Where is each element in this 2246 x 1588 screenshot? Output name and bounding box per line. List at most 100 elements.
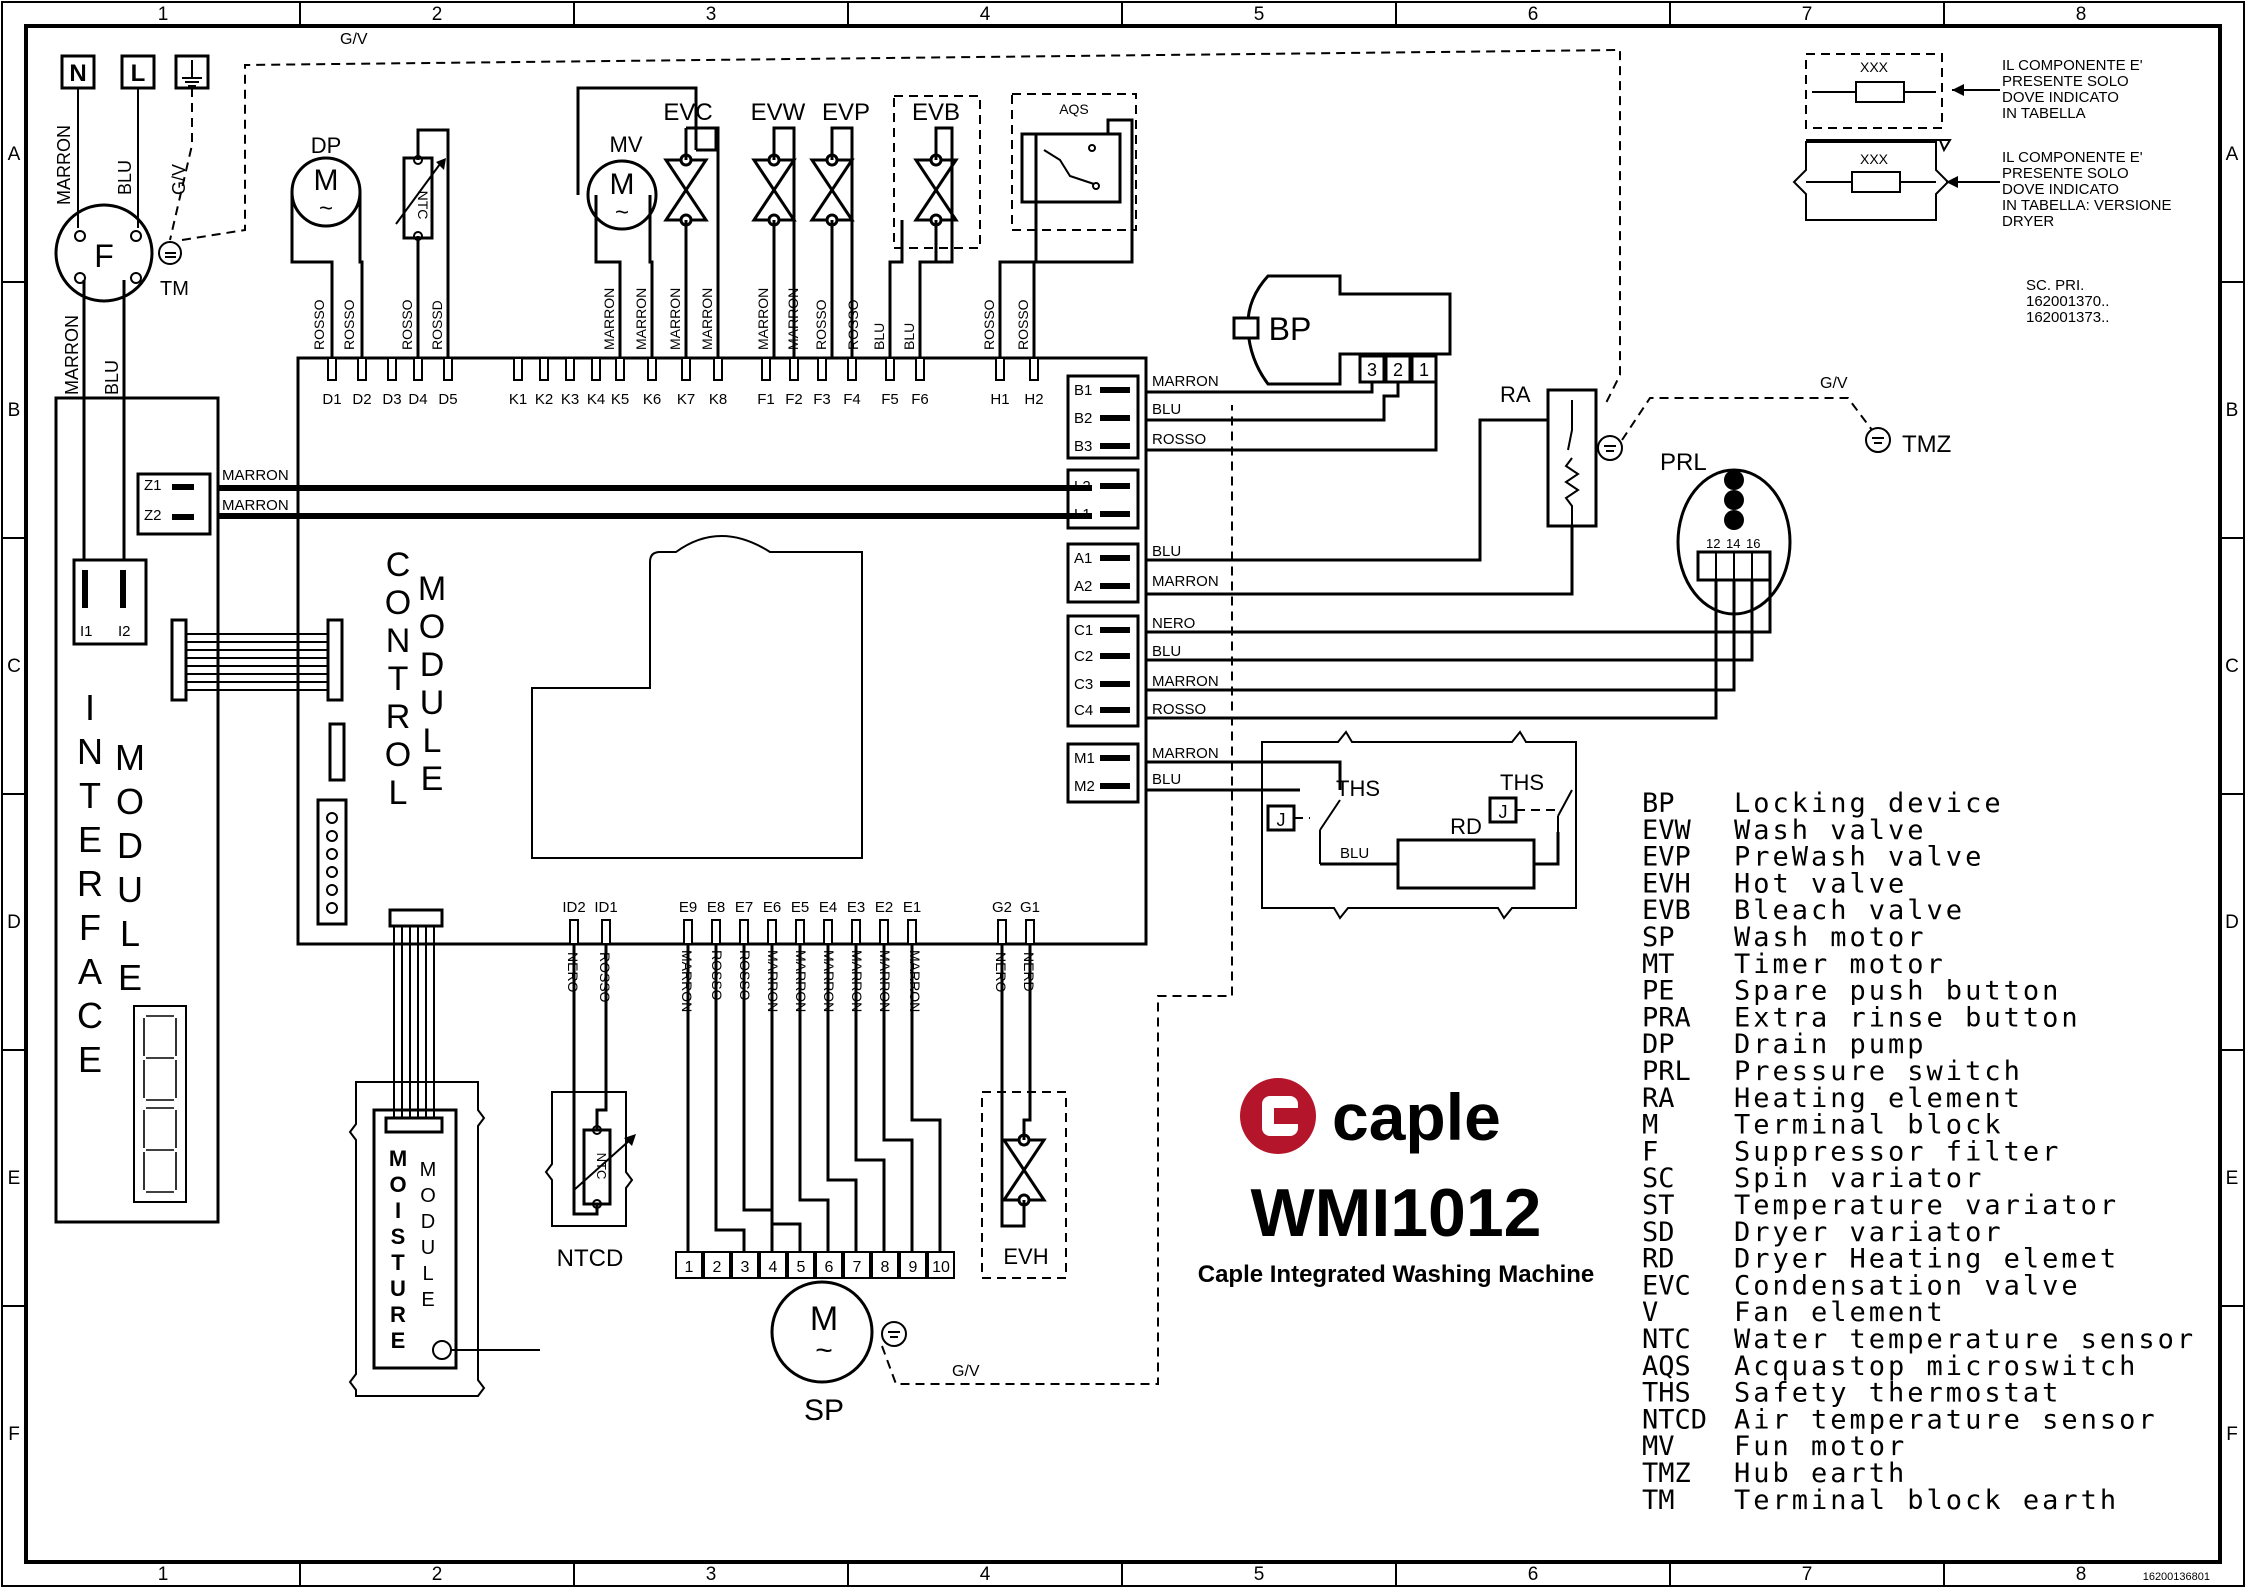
- top-pin: [357, 357, 367, 381]
- terminal-earth-tm: [158, 241, 182, 265]
- top-pin-label: D1: [322, 391, 341, 408]
- bottom-pin-label: E1: [903, 899, 921, 916]
- svg-text:NERO: NERO: [565, 952, 581, 993]
- bottom-pin: [711, 919, 721, 945]
- right-pin-label: C4: [1074, 702, 1093, 719]
- legend-description: Spare push button: [1734, 976, 2061, 1007]
- wire-label-marron: MARRON: [62, 315, 82, 395]
- grid-col-bottom: 8: [2076, 1564, 2087, 1585]
- legend-code: M: [1642, 1110, 1658, 1141]
- acquastop-aqs: AQS ROSSO ROSSO: [981, 93, 1137, 358]
- svg-text:M: M: [810, 1300, 838, 1338]
- svg-text:SC. PRI.: SC. PRI.: [2026, 277, 2084, 294]
- svg-text:I2: I2: [118, 623, 131, 640]
- svg-text:ROSSO: ROSSO: [845, 299, 861, 350]
- legend-description: Safety thermostat: [1734, 1378, 2061, 1409]
- svg-text:MARRON: MARRON: [601, 288, 617, 350]
- legend-code: EVB: [1642, 895, 1691, 926]
- legend-description: PreWash valve: [1734, 842, 1984, 873]
- grid-row-left: E: [8, 1168, 21, 1189]
- terminal-number: 4: [769, 1259, 778, 1276]
- legend-description: Wash motor: [1734, 922, 1927, 953]
- top-pin: [387, 357, 397, 381]
- drain-pump-dp: M ~ DP ROSSO ROSSO: [290, 133, 364, 358]
- legend-description: Fun motor: [1734, 1431, 1907, 1462]
- bottom-pin-label: G1: [1020, 899, 1040, 916]
- svg-text:MARRON: MARRON: [849, 950, 865, 1012]
- bottom-pin: [907, 919, 917, 945]
- valve-evb: EVB BLU BLU: [871, 95, 981, 358]
- hub-earth-icon: [1865, 427, 1891, 453]
- legend-description: Dryer Heating elemet: [1734, 1244, 2119, 1275]
- right-pin: [1100, 483, 1130, 489]
- svg-text:NERO: NERO: [1152, 615, 1195, 632]
- legend-code: EVH: [1642, 868, 1691, 899]
- svg-text:BP: BP: [1269, 311, 1312, 347]
- svg-text:ROSSO: ROSSO: [1152, 431, 1206, 448]
- grid-col-bottom: 2: [432, 1564, 443, 1585]
- bottom-pin-label: ID2: [562, 899, 585, 916]
- svg-text:G/V: G/V: [1820, 375, 1848, 392]
- terminal-number: 8: [881, 1259, 890, 1276]
- grid-row-left: C: [7, 656, 21, 677]
- bottom-pin-label: E7: [735, 899, 753, 916]
- notes: XXX IL COMPONENTE E' PRESENTE SOLO DOVE …: [1792, 53, 2172, 326]
- svg-text:MARRON: MARRON: [699, 288, 715, 350]
- svg-text:MARRON: MARRON: [907, 950, 923, 1012]
- legend-code: EVP: [1642, 842, 1691, 873]
- svg-text:~: ~: [615, 199, 629, 226]
- right-pin: [1100, 555, 1130, 561]
- legend-code: F: [1642, 1136, 1658, 1167]
- right-pin-label: M1: [1074, 750, 1095, 767]
- bottom-pin-label: G2: [992, 899, 1012, 916]
- grid-col-bottom: 4: [980, 1564, 991, 1585]
- grid-row-right: E: [2226, 1168, 2239, 1189]
- svg-text:14: 14: [1726, 536, 1740, 551]
- grid-row-left: A: [8, 144, 21, 165]
- svg-text:ROSSO: ROSSO: [1152, 701, 1206, 718]
- svg-text:MV: MV: [610, 132, 643, 157]
- caple-logo: caple: [1240, 1078, 1501, 1154]
- bottom-pin: [601, 919, 611, 945]
- top-pin: [539, 357, 549, 381]
- svg-text:PRESENTE SOLO: PRESENTE SOLO: [2002, 73, 2129, 90]
- pin-group-a: [1066, 542, 1140, 604]
- legend-code: ST: [1642, 1190, 1675, 1221]
- top-pin: [513, 357, 523, 381]
- svg-text:BLU: BLU: [901, 323, 917, 350]
- svg-text:ROSSO: ROSSO: [737, 950, 753, 1001]
- legend-code: PE: [1642, 976, 1675, 1007]
- svg-text:12: 12: [1706, 536, 1720, 551]
- grid-col-bottom: 1: [158, 1564, 169, 1585]
- earth-icon: [1597, 435, 1623, 461]
- tm-label: TM: [160, 278, 189, 300]
- pin-group-m: [1066, 742, 1140, 804]
- bottom-pin: [851, 919, 861, 945]
- hot-valve-evh: EVH NERO NERD: [981, 944, 1067, 1279]
- top-pin-label: F2: [785, 391, 803, 408]
- top-pin-label: D5: [438, 391, 457, 408]
- top-pin: [713, 357, 723, 381]
- top-pin-label: D2: [352, 391, 371, 408]
- svg-text:162001373..: 162001373..: [2026, 309, 2109, 326]
- bottom-pin-label: E8: [707, 899, 725, 916]
- pressure-switch-prl: PRL 12 14 16 NERO BLU MARRON ROSSO: [1146, 449, 1792, 720]
- svg-text:MARRON: MARRON: [679, 950, 695, 1012]
- top-pin: [847, 357, 857, 381]
- legend-code: EVC: [1642, 1270, 1691, 1301]
- terminal-number: 9: [909, 1259, 918, 1276]
- top-pin-label: K3: [561, 391, 579, 408]
- top-pin-label: K2: [535, 391, 553, 408]
- terminal-number: 7: [853, 1259, 862, 1276]
- top-pin: [817, 357, 827, 381]
- top-pin-label: K4: [587, 391, 605, 408]
- terminal-cell: [703, 1251, 731, 1279]
- svg-text:BLU: BLU: [1340, 845, 1369, 862]
- svg-text:MARRON: MARRON: [793, 950, 809, 1012]
